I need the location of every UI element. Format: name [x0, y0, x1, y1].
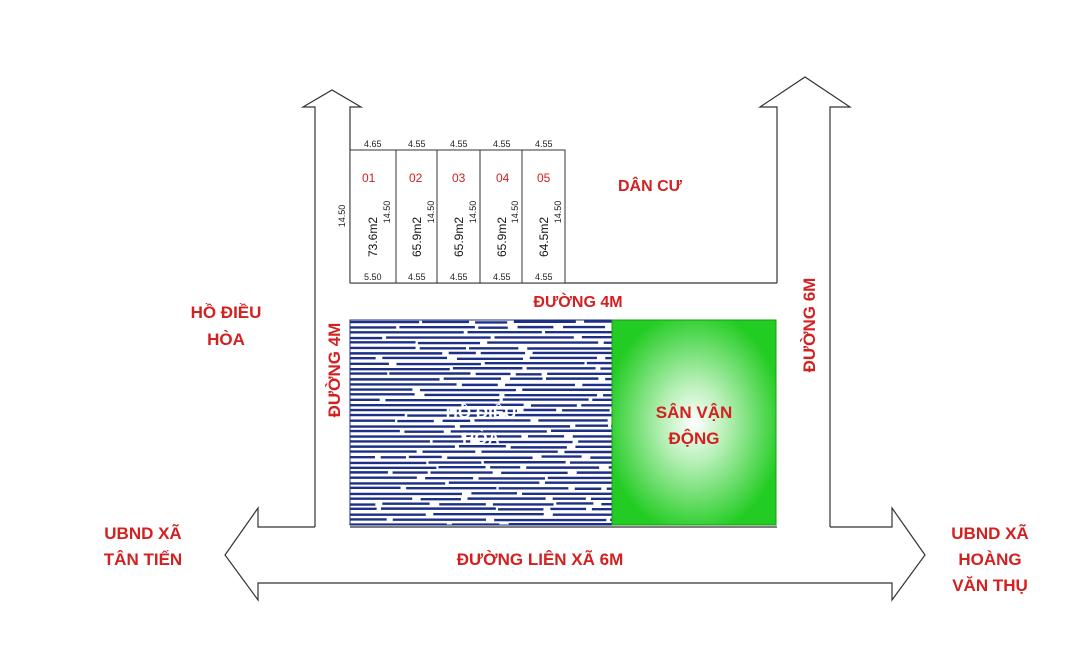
lot-bottom-width: 4.55: [408, 272, 426, 282]
lot-number: 01: [362, 171, 376, 185]
regulating-pond: HỒ ĐIỀU HÒA: [349, 319, 613, 526]
lot-05: 4.55 05 64.5m2 4.55: [535, 139, 553, 282]
bottom-road-upper-edge: [224, 506, 926, 602]
lot-top-width: 4.55: [493, 139, 511, 149]
lot-top-width: 4.55: [450, 139, 468, 149]
lot-04: 4.55 04 65.9m2 4.55: [493, 139, 511, 282]
pond-label-line1: HỒ ĐIỀU: [446, 403, 517, 422]
lot-depth: 14.50: [468, 201, 478, 224]
ubnd-hoang-line1: UBND XÃ: [951, 523, 1028, 543]
lot-depth: 14.50: [426, 201, 436, 224]
lot-01: 4.65 01 73.6m2 5.50: [362, 139, 382, 282]
lot-top-width: 4.65: [364, 139, 382, 149]
lot-bottom-width: 4.55: [450, 272, 468, 282]
lot-number: 04: [496, 171, 510, 185]
lot-top-width: 4.55: [535, 139, 553, 149]
ubnd-hoang-line3: VĂN THỤ: [952, 576, 1028, 595]
lot-depth: 14.50: [553, 201, 563, 224]
right-road-label: ĐƯỜNG 6M: [800, 278, 819, 373]
lot-03: 4.55 03 65.9m2 4.55: [450, 139, 468, 282]
lot-depth: 14.50: [337, 205, 347, 228]
pond-label-line2: HÒA: [462, 429, 500, 448]
left-road-arrow-outline: [300, 89, 364, 527]
pond-left-label-line1: HỒ ĐIỀU: [191, 303, 262, 322]
lot-area: 64.5m2: [537, 217, 551, 257]
lot-top-width: 4.55: [408, 139, 426, 149]
ubnd-tan-tien-line2: TÂN TIẾN: [104, 550, 182, 569]
inner-road-label: ĐƯỜNG 4M: [533, 292, 622, 311]
lot-area: 65.9m2: [452, 217, 466, 257]
left-road-label: ĐƯỜNG 4M: [325, 323, 344, 418]
lot-depth: 14.50: [382, 201, 392, 224]
lot-depth-labels: 14.50 14.50 14.50 14.50 14.50 14.50: [337, 201, 563, 228]
stadium-label-line2: ĐỘNG: [669, 429, 720, 448]
lot-area: 65.9m2: [495, 217, 509, 257]
residential-label: DÂN CƯ: [618, 176, 683, 195]
lot-bottom-width: 5.50: [364, 272, 382, 282]
lot-bottom-width: 4.55: [535, 272, 553, 282]
lot-number: 05: [537, 171, 551, 185]
lot-02: 4.55 02 65.9m2 4.55: [408, 139, 426, 282]
stadium: SÂN VẬN ĐỘNG: [611, 319, 777, 526]
right-road-arrow-outline: [758, 76, 852, 527]
inter-commune-road-label: ĐƯỜNG LIÊN XÃ 6M: [457, 549, 624, 569]
lot-number: 02: [409, 171, 423, 185]
pond-water-lines: [350, 320, 612, 525]
lot-number: 03: [452, 171, 466, 185]
lot-area: 65.9m2: [410, 217, 424, 257]
lots-block: [349, 149, 566, 284]
lot-area: 73.6m2: [366, 217, 380, 257]
stadium-label-line1: SÂN VẬN: [656, 403, 733, 422]
ubnd-hoang-line2: HOÀNG: [958, 550, 1021, 569]
lot-bottom-width: 4.55: [493, 272, 511, 282]
pond-left-label-line2: HÒA: [207, 330, 245, 349]
lot-depth: 14.50: [510, 201, 520, 224]
ubnd-tan-tien-line1: UBND XÃ: [104, 523, 181, 543]
